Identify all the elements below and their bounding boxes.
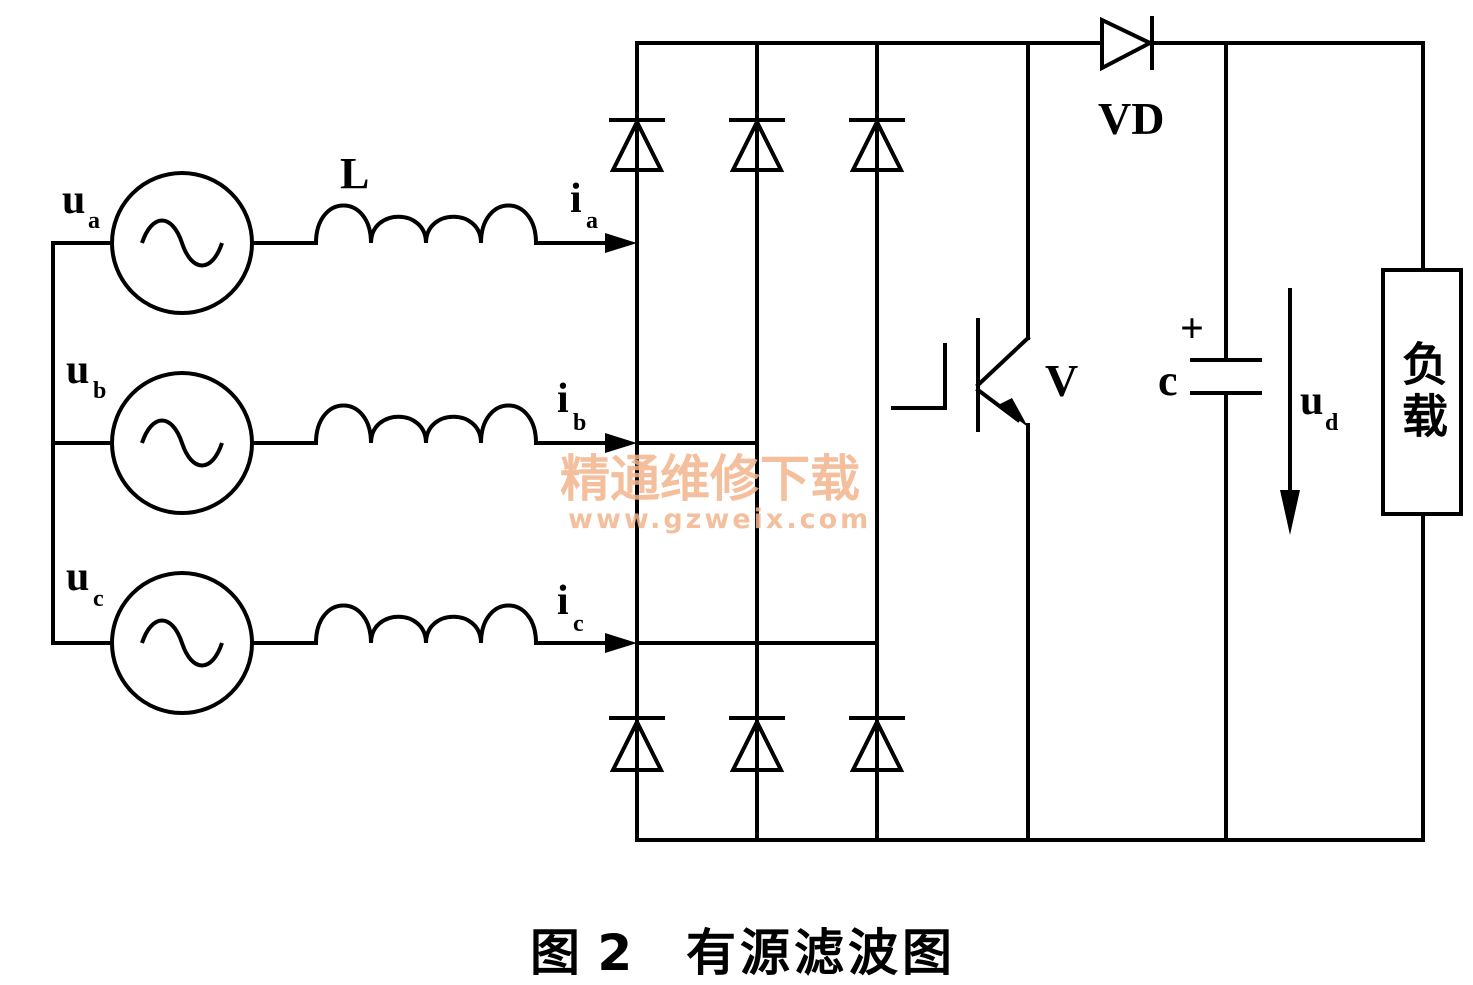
diode-lower-1-icon: [609, 716, 665, 772]
voltage-arrow-icon: [1280, 288, 1300, 535]
current-arrow-a-icon: [605, 233, 637, 253]
svg-text:i: i: [557, 578, 569, 624]
diode-vd-icon: [1100, 16, 1155, 72]
transistor-label: V: [1045, 355, 1078, 406]
current-arrow-b-icon: [605, 433, 637, 453]
svg-text:b: b: [93, 378, 106, 404]
caption-title: 有源滤波图: [686, 924, 956, 982]
rectifier-bridge: [609, 41, 905, 842]
svg-text:c: c: [93, 586, 104, 612]
current-a-label: i a: [570, 176, 598, 234]
current-b-label: i b: [557, 376, 586, 436]
svg-text:b: b: [573, 410, 586, 436]
caption-number: 图 2: [530, 924, 632, 982]
capacitor-label: c: [1158, 356, 1178, 405]
diode-vd-label: VD: [1098, 93, 1164, 144]
svg-text:i: i: [570, 176, 582, 222]
svg-text:u: u: [62, 177, 85, 223]
inductor-c-icon: [314, 603, 538, 644]
watermark-url: www.gzweix.com: [568, 504, 871, 535]
diode-upper-1-icon: [609, 117, 665, 172]
phase-a: [51, 171, 637, 315]
diode-lower-3-icon: [849, 716, 905, 772]
phase-b: [51, 371, 759, 515]
svg-text:u: u: [1300, 378, 1323, 424]
inductor-b-icon: [314, 403, 538, 444]
inductor-a-icon: [314, 203, 538, 244]
transistor-v-icon: [891, 41, 1031, 842]
diode-lower-2-icon: [729, 716, 785, 772]
svg-text:a: a: [88, 208, 100, 234]
voltage-d-label: u d: [1300, 378, 1339, 436]
capacitor-icon: [1190, 41, 1262, 842]
svg-text:d: d: [1325, 410, 1339, 436]
capacitor-plus-label: +: [1180, 306, 1204, 352]
svg-text:i: i: [557, 376, 569, 422]
diode-upper-2-icon: [729, 117, 785, 172]
source-c-label: u c: [66, 554, 104, 612]
current-c-label: i c: [557, 578, 584, 637]
svg-text:c: c: [573, 611, 584, 637]
diode-upper-3-icon: [849, 117, 905, 172]
source-a-label: u a: [62, 177, 100, 234]
svg-text:a: a: [586, 208, 598, 234]
svg-text:u: u: [66, 347, 89, 393]
load-label: 负载: [1395, 340, 1449, 444]
phase-c: [51, 571, 879, 715]
inductor-label: L: [340, 149, 369, 198]
svg-text:u: u: [66, 554, 89, 600]
source-b-label: u b: [66, 347, 106, 404]
watermark-text: 精通维修下载: [560, 450, 860, 508]
current-arrow-c-icon: [605, 633, 637, 653]
